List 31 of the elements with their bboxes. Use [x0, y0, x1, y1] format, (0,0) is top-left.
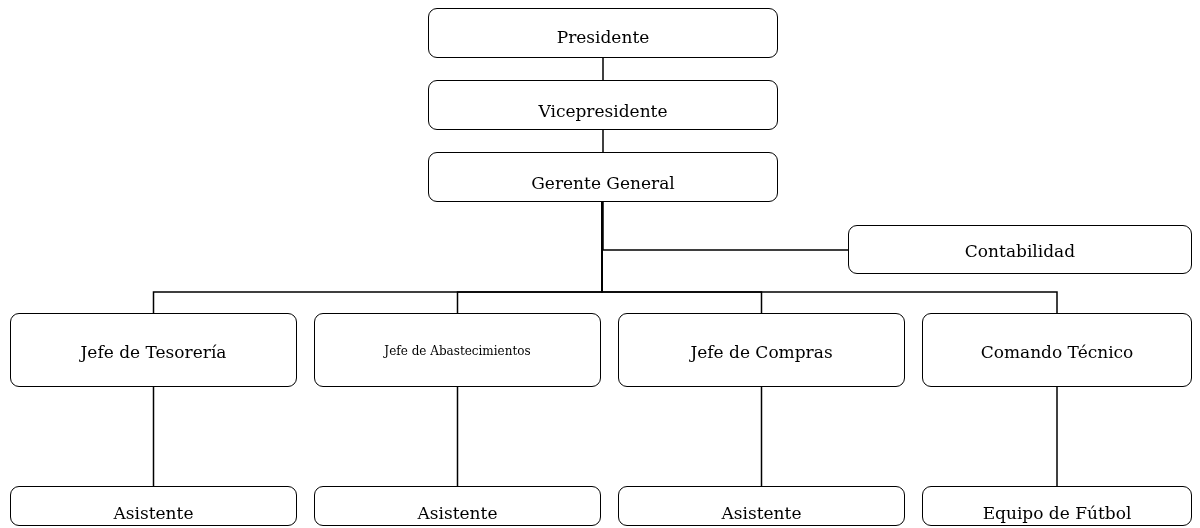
org-box [314, 486, 601, 526]
org-box [428, 80, 778, 130]
box-label: Asistente [113, 503, 194, 523]
org-box [314, 313, 601, 387]
box-label: Vicepresidente [538, 101, 668, 121]
box-label: Presidente [556, 27, 650, 47]
box-label: Equipo de Fútbol [982, 503, 1132, 523]
org-box [922, 313, 1192, 387]
connector-line [602, 129, 604, 153]
org-box [428, 8, 778, 58]
connector-line [602, 201, 849, 251]
box-label: Comando Técnico [980, 342, 1134, 362]
connector-line [1056, 386, 1058, 487]
box-label: Asistente [721, 503, 802, 523]
org-box [618, 486, 905, 526]
connector-line [152, 386, 155, 487]
connector-line [456, 386, 459, 487]
box-label: Jefe de Tesorería [80, 342, 227, 362]
box-label: Asistente [417, 503, 498, 523]
box-label: Gerente General [531, 173, 675, 193]
box-label: Jefe de Compras [690, 342, 833, 362]
org-box [10, 486, 297, 526]
connector-line [760, 386, 763, 487]
connector-line [602, 57, 604, 81]
org-box [428, 152, 778, 202]
org-box [922, 486, 1192, 526]
box-label: Contabilidad [964, 241, 1076, 261]
org-box [10, 313, 297, 387]
box-label: Jefe de Abastecimientos [384, 344, 531, 358]
org-box [618, 313, 905, 387]
org-box [848, 225, 1192, 274]
